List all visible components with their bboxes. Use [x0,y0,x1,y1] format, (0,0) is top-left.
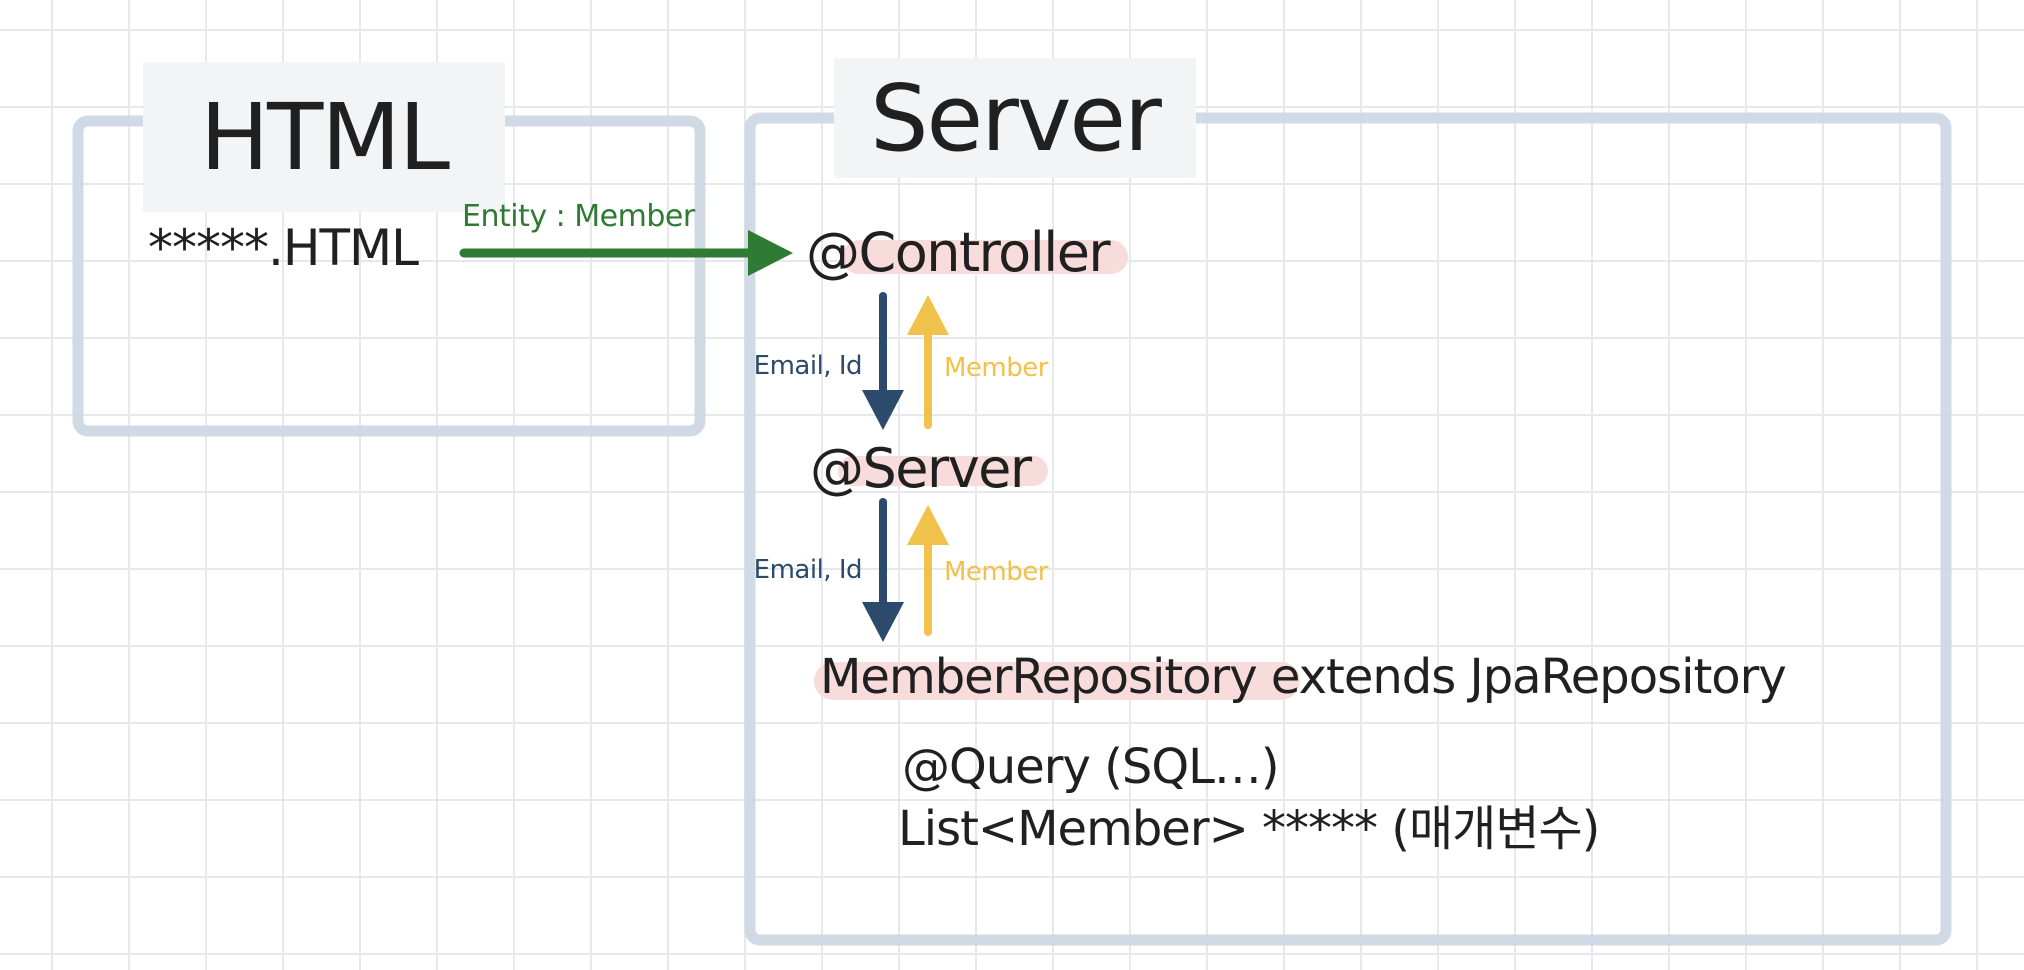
controller-highlight [842,240,1128,274]
repository-highlight [814,662,1300,700]
method-signature-line: List<Member> ***** (매개변수) [898,801,1600,857]
request-arrow-1-label: Email, Id [753,351,863,381]
entity-arrow-label: Entity : Member [462,199,695,234]
request-arrow-2-label: Email, Id [753,555,863,585]
query-annotation-line: @Query (SQL…) [902,739,1280,795]
html-file-label: *****.HTML [148,219,419,277]
service-node-label: @Server [810,437,1032,500]
response-arrow-repository-to-service [907,505,949,636]
response-arrow-1-label: Member [944,353,1048,383]
response-arrow-2-label: Member [944,557,1048,587]
server-box-border [744,112,1952,946]
request-arrow-service-to-repository [862,498,904,642]
entity-arrow [459,230,793,276]
controller-node-label: @Controller [806,221,1111,284]
html-box-title: HTML [143,62,505,212]
request-arrow-controller-to-service [862,292,904,430]
repository-line: MemberRepository extends JpaRepository [820,649,1787,705]
server-box-title: Server [834,58,1196,178]
response-arrow-service-to-controller [907,295,949,429]
service-highlight [838,456,1048,486]
